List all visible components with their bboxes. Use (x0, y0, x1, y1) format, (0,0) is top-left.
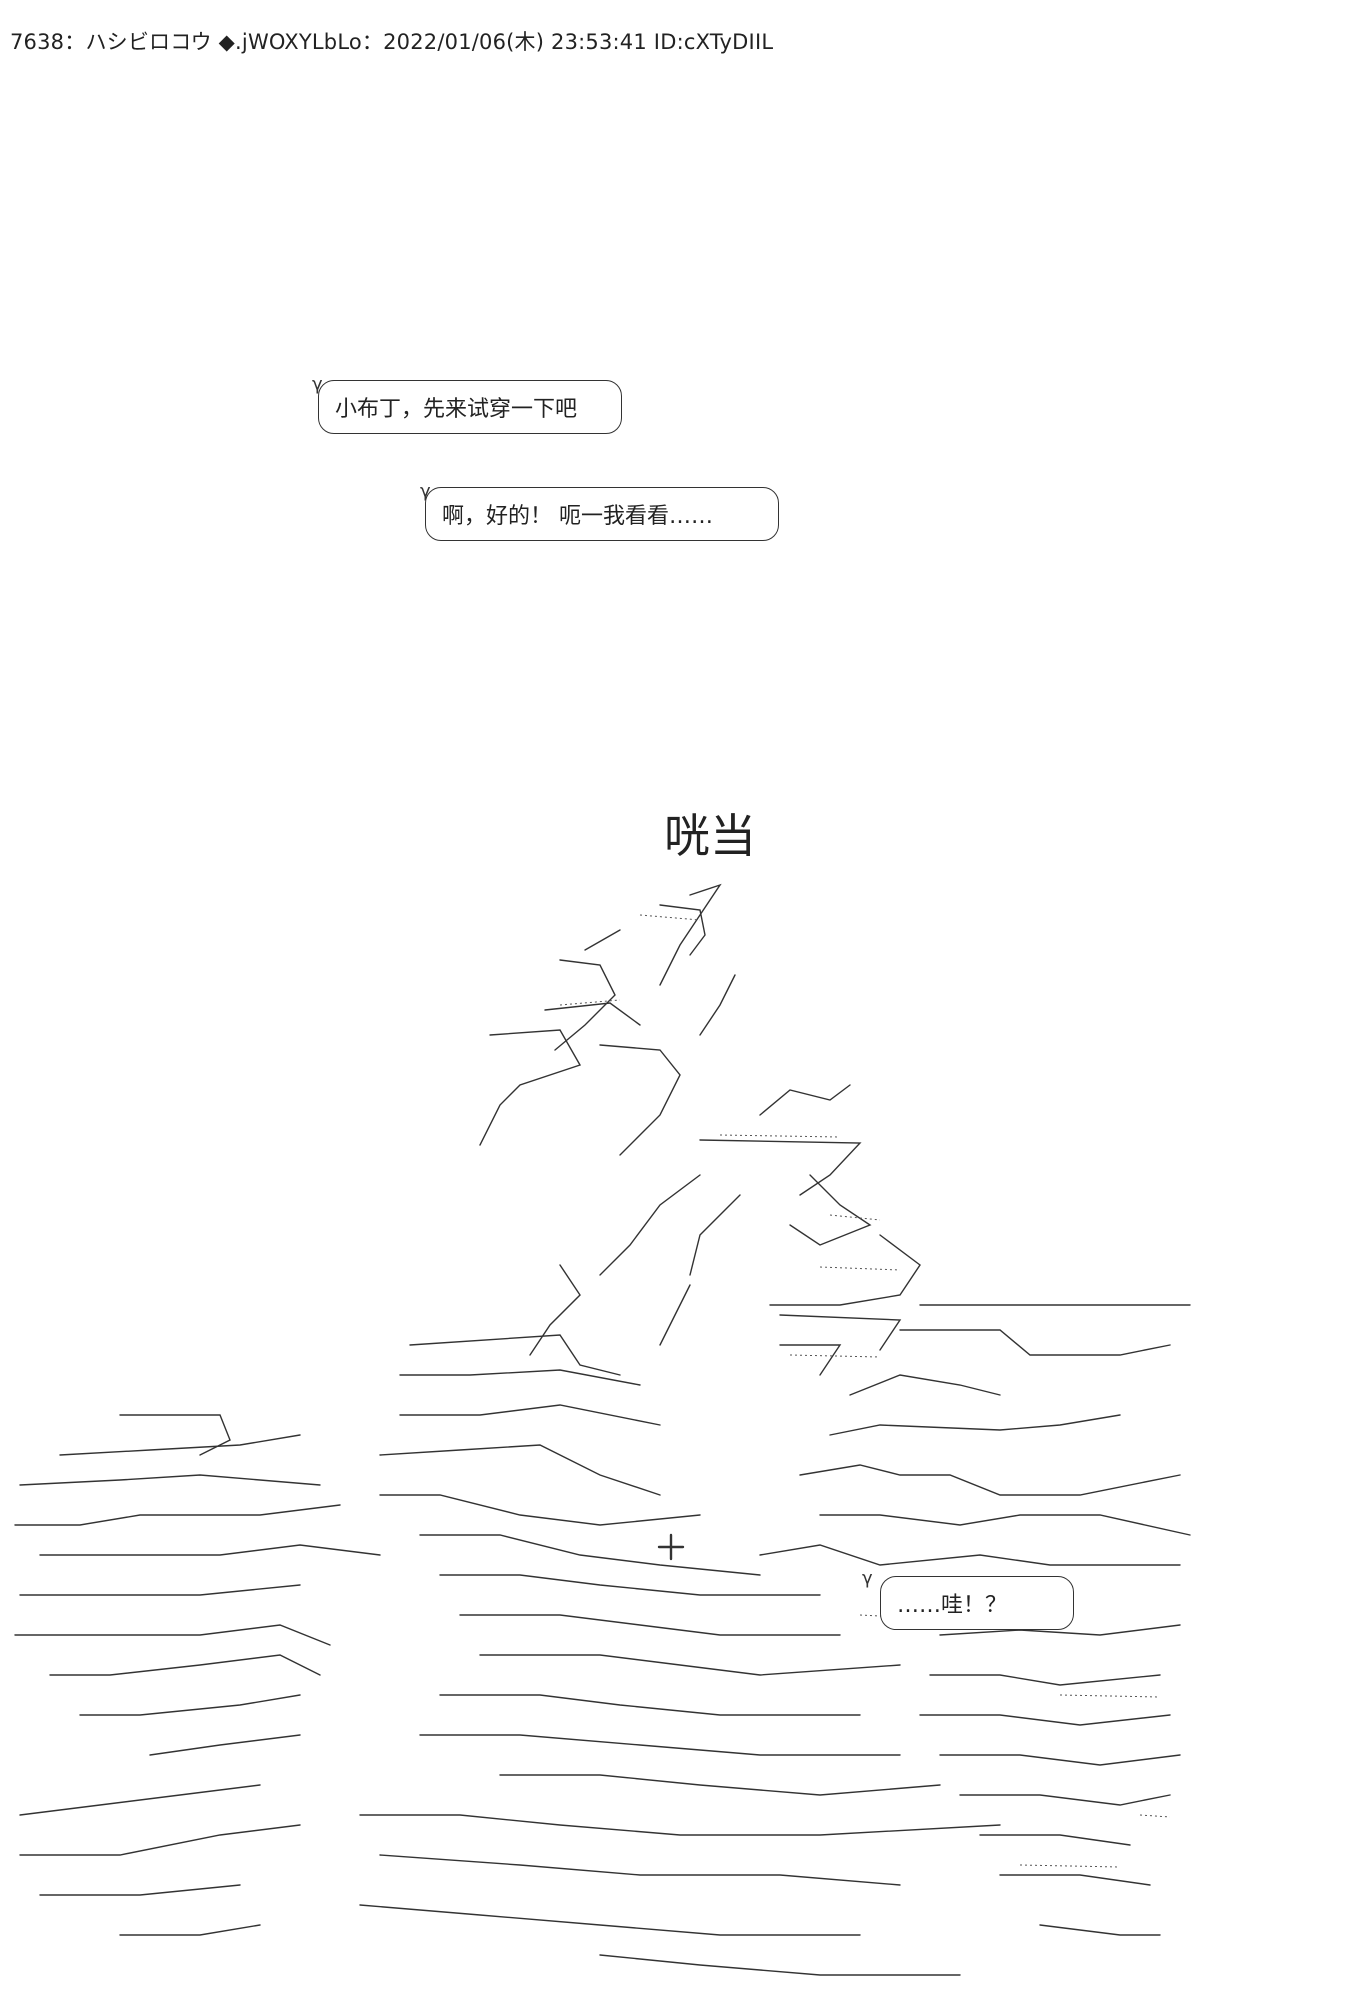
post-header: 7638：ハシビロコウ ◆.jWOXYLbLo：2022/01/06(木) 23… (10, 30, 774, 54)
speech-bubble-3: ……哇！？ (880, 1576, 1074, 1630)
bubble-tail-icon: γ (862, 1568, 873, 1589)
speech-bubble-2: 啊，好的！ 呃一我看看…… (425, 487, 779, 541)
bubble-tail-icon: γ (420, 481, 431, 502)
dialogue-line-3: ……哇！？ (897, 1593, 1008, 1618)
dialogue-line-2: 啊，好的！ 呃一我看看…… (442, 504, 713, 529)
sound-effect-text: 咣当 (664, 809, 756, 863)
dialogue-line-1: 小布丁，先来试穿一下吧 (335, 397, 578, 422)
collapse-illustration-icon (14, 883, 1191, 1976)
bubble-tail-icon: γ (312, 374, 323, 395)
ascii-art-illustration (0, 875, 1350, 2000)
speech-bubble-1: 小布丁，先来试穿一下吧 (318, 380, 622, 434)
